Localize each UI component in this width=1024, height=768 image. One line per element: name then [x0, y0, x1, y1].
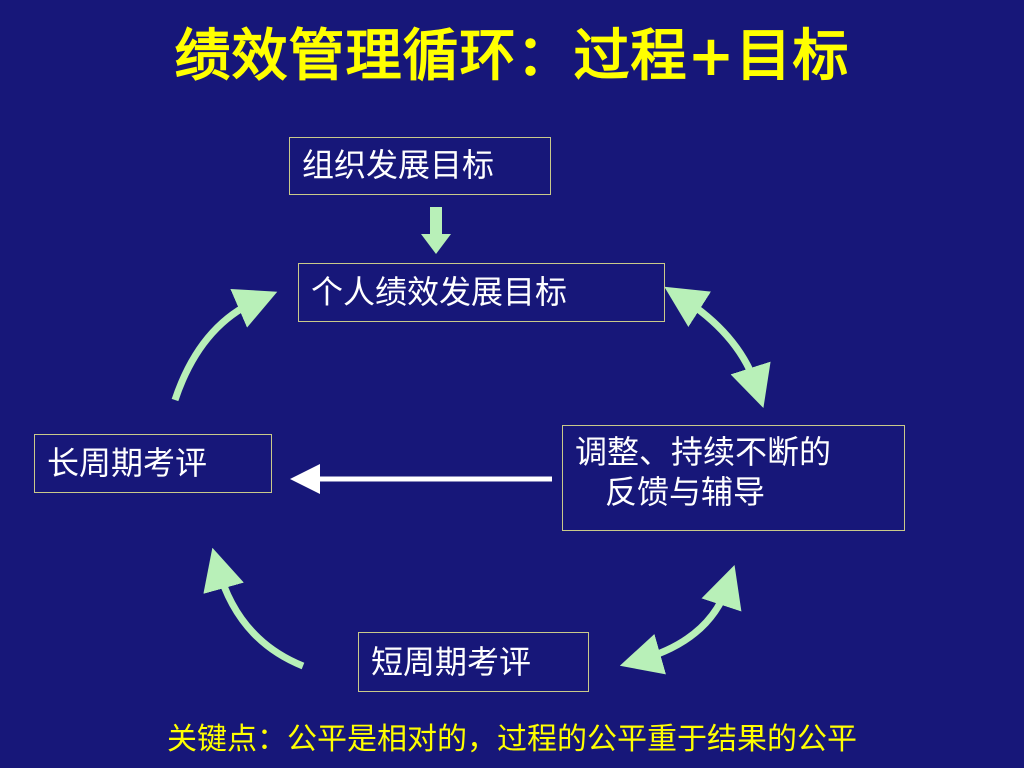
- down-arrow: [421, 207, 451, 254]
- personal-goal-box: 个人绩效发展目标: [298, 263, 665, 322]
- long-review-box: 长周期考评: [34, 434, 272, 493]
- curved-arrow-long-to-personal: [171, 289, 278, 402]
- long-review-label: 长周期考评: [47, 444, 208, 482]
- feedback-label-line1: 调整、持续不断的: [575, 433, 832, 471]
- curved-arrow-feedback-short: [619, 565, 742, 675]
- key-point-note: 关键点：公平是相对的，过程的公平重于结果的公平: [167, 722, 857, 757]
- org-goal-label: 组织发展目标: [302, 146, 495, 184]
- short-review-label: 短周期考评: [371, 643, 532, 681]
- curved-arrow-personal-feedback: [664, 286, 771, 408]
- feedback-label-line2: 反馈与辅导: [605, 473, 766, 511]
- personal-goal-label: 个人绩效发展目标: [311, 273, 568, 311]
- short-review-box: 短周期考评: [358, 632, 589, 692]
- feedback-box: 调整、持续不断的 反馈与辅导: [562, 425, 905, 531]
- slide-title: 绩效管理循环：过程+目标: [174, 24, 850, 89]
- curved-arrow-short-to-long: [203, 547, 305, 670]
- org-goal-box: 组织发展目标: [289, 137, 551, 195]
